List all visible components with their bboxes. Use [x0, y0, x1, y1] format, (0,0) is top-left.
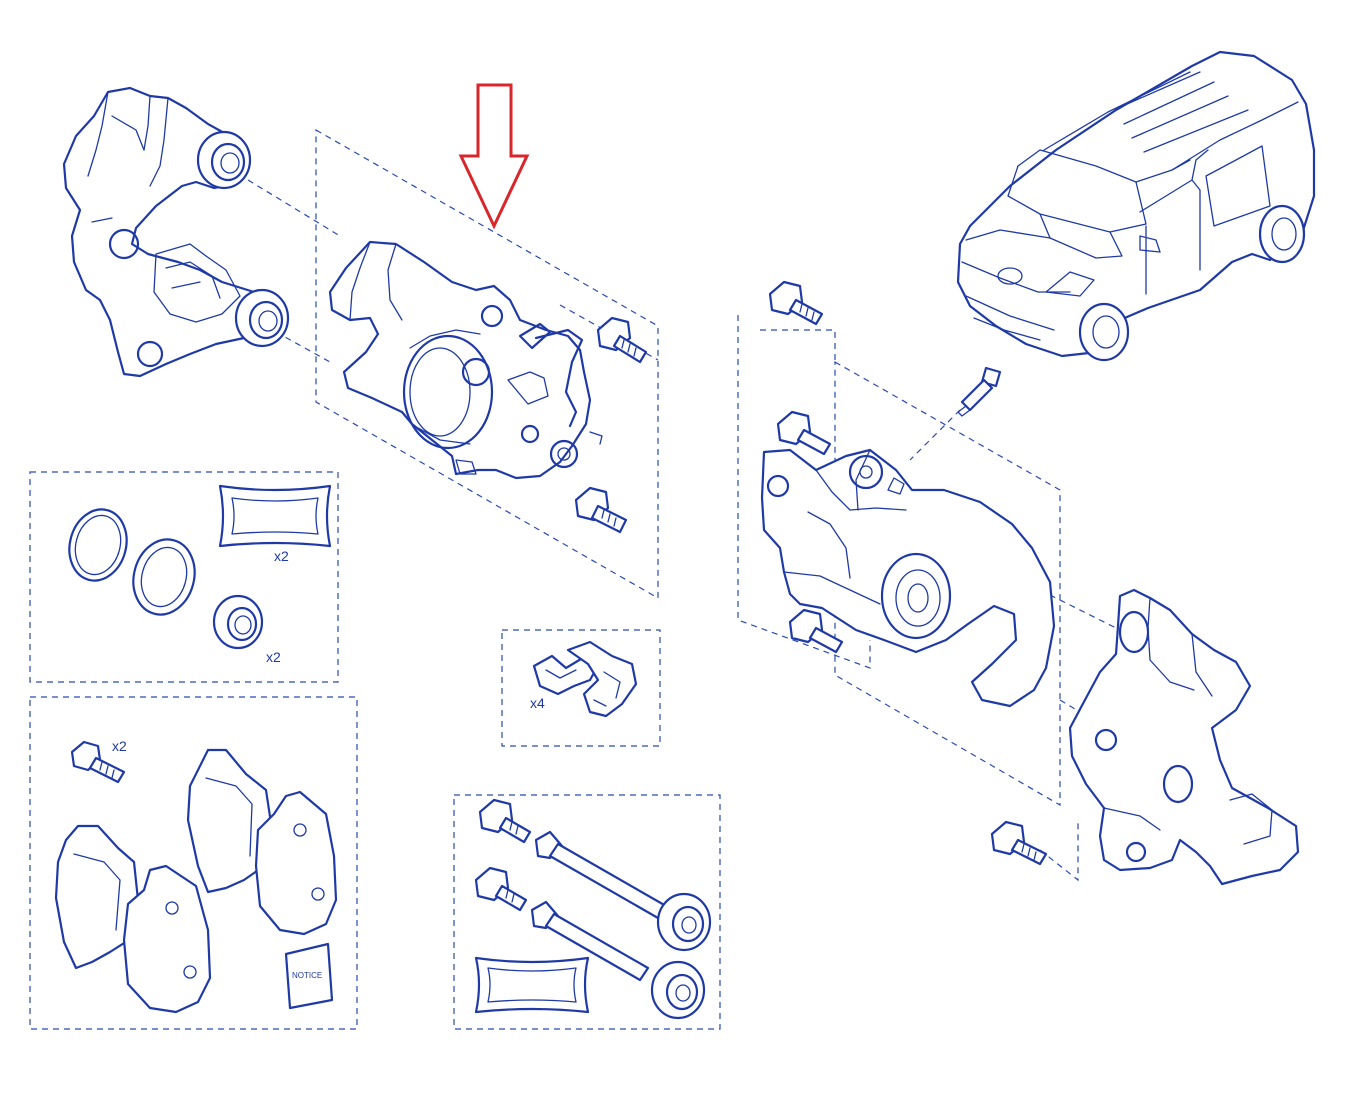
seal-kit-box [29, 471, 339, 683]
guide-bolt-1 [478, 798, 532, 844]
qty-label-clip: x4 [530, 695, 545, 711]
guide-bolt-2 [474, 866, 528, 912]
pad-bolt [70, 740, 126, 784]
caliper-bracket-right [1068, 588, 1300, 886]
brake-pad-1 [54, 824, 140, 970]
guide-pin-1 [534, 830, 712, 952]
brake-pad-4 [254, 790, 338, 936]
qty-label-sachet: x2 [274, 548, 289, 564]
red-down-arrow [458, 83, 530, 230]
clip-kit-box [501, 629, 661, 747]
caliper-bolt-right-bottom [990, 820, 1048, 866]
o-ring [68, 508, 128, 582]
bleed-valve [957, 366, 1002, 417]
caliper-bolt-right-top [768, 280, 824, 326]
caliper-bolt-right-lower [788, 608, 844, 654]
guide-pin-kit-box [453, 794, 721, 1030]
van-illustration [956, 50, 1316, 362]
caliper-bolt-right-mid [776, 410, 832, 456]
brake-pad-2 [122, 864, 212, 1014]
brake-pad-3 [186, 748, 274, 894]
notice-label: NOTICE [292, 971, 322, 980]
guide-pin-grease-sachet [474, 956, 590, 1014]
brake-pad-kit-contents: x2 NOTICE [54, 738, 338, 1014]
brake-caliper-left [328, 240, 648, 534]
seal-kit-contents: x2 x2 [68, 484, 332, 665]
grease-sachet [218, 484, 332, 548]
pad-clip-2 [566, 640, 638, 718]
caliper-bracket-left [62, 86, 290, 378]
caliper-bolt-upper [596, 316, 648, 364]
brake-caliper-right [760, 448, 1056, 708]
clip-kit-contents: x4 [530, 640, 638, 718]
guide-pin-2 [530, 900, 706, 1020]
guide-pin-kit-contents [474, 798, 712, 1020]
caliper-bolt-lower [574, 486, 628, 534]
qty-label-boot: x2 [266, 649, 281, 665]
notice-booklet [284, 942, 334, 1010]
piston-seal [132, 538, 196, 616]
dust-boot [212, 594, 264, 650]
qty-label-bolt: x2 [112, 738, 127, 754]
